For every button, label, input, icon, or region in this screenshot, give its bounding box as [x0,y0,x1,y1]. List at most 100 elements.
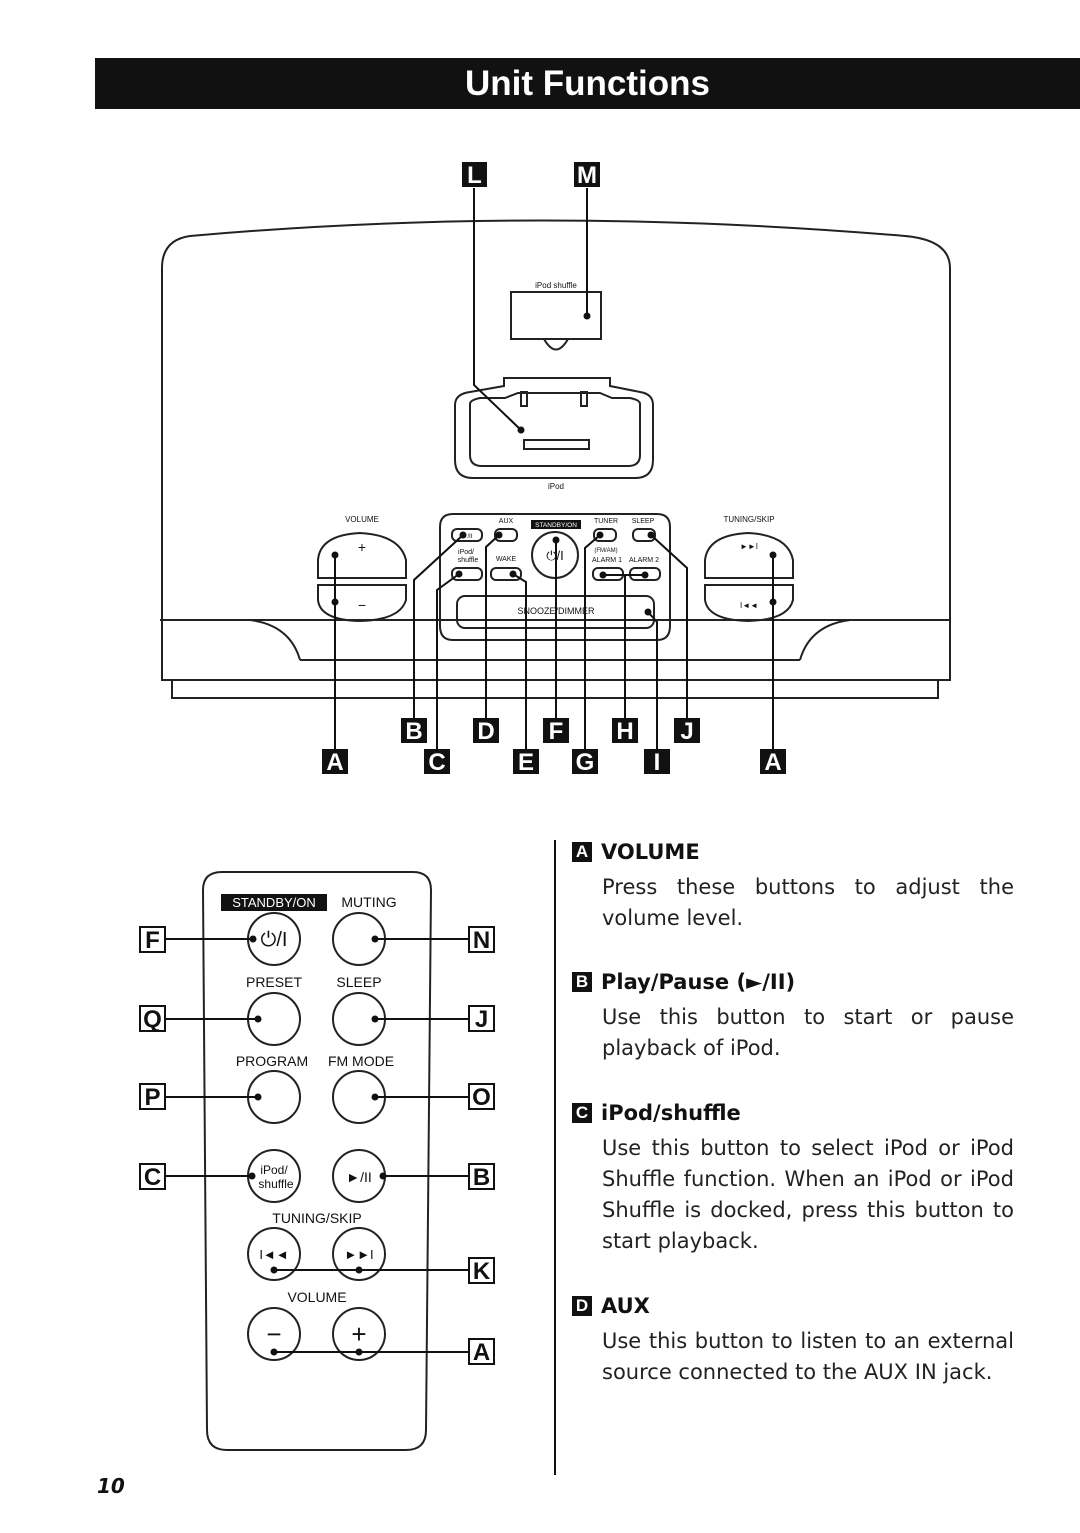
svg-text:J: J [475,1006,488,1033]
svg-text:L: L [467,162,482,189]
svg-text:J: J [680,718,693,745]
svg-text:G: G [576,749,595,776]
svg-text:D: D [477,718,494,745]
svg-text:N: N [473,927,490,954]
remote-ipod-1: iPod/ [260,1163,288,1177]
svg-text:H: H [616,718,633,745]
section-body: Press these buttons to adjust the volume… [602,875,1014,930]
label-sleep: SLEEP [632,518,655,525]
section-heading: AUX [601,1294,650,1318]
unit-play-pause-icon: ►/II [462,534,473,540]
section-letter: B [572,972,592,992]
remote-play-pause-icon: ►/II [346,1169,372,1185]
unit-leaders [334,188,774,750]
label-aux: AUX [499,518,514,525]
label-fm-am: (FM/AM) [594,548,617,554]
remote-callout-c: C [139,1163,166,1191]
remote-minus: − [266,1319,281,1349]
section-play-pause: B Play/Pause (►/II) Use this button to st… [572,968,1014,1064]
remote-label-tuning-skip: TUNING/SKIP [272,1210,361,1226]
callout-d: D [473,718,499,745]
section-heading: VOLUME [601,840,700,864]
section-letter: D [572,1296,592,1316]
remote-label-program: PROGRAM [236,1053,308,1069]
svg-text:B: B [405,718,422,745]
svg-text:E: E [518,749,534,776]
remote-callout-k: K [468,1257,495,1285]
unit-callouts: L M B D F H J A C E G I A [322,162,786,776]
label-ipod-btn-1: iPod/ [458,549,474,556]
remote-callout-q: Q [139,1005,166,1033]
svg-text:M: M [577,162,597,189]
label-tuning-skip: TUNING/SKIP [723,515,774,524]
unit-next-icon: ►►I [740,542,758,551]
svg-text:A: A [326,749,343,776]
label-alarm2: ALARM 2 [629,557,659,564]
svg-text:A: A [473,1339,490,1366]
callout-m: M [574,162,600,189]
section-heading: iPod/shuffle [601,1101,741,1125]
remote-callouts: F Q P C N J O B K A [139,926,495,1366]
callout-a-right: A [760,749,786,776]
label-ipod-shuffle: iPod shuffle [535,281,577,290]
callout-a-left: A [322,749,348,776]
unit-prev-icon: I◄◄ [740,601,758,610]
unit-body [160,219,951,699]
callout-h: H [612,718,638,745]
remote-prev-icon: I◄◄ [259,1247,288,1262]
label-standby: STANDBY/ON [535,522,577,529]
page-number: 10 [97,1474,125,1498]
svg-text:P: P [144,1084,160,1111]
svg-text:I: I [654,749,661,776]
remote-label-standby: STANDBY/ON [232,895,316,910]
label-alarm1: ALARM 1 [592,557,622,564]
section-volume: A VOLUME Press these buttons to adjust th… [572,838,1014,934]
remote-leaders [165,938,469,1353]
remote-body [201,871,433,1451]
label-volume: VOLUME [345,515,379,524]
callout-l: L [462,162,487,189]
section-letter: C [572,1103,592,1123]
unit-vol-plus: + [358,539,366,555]
remote-callout-f: F [139,926,166,954]
remote-callout-p: P [139,1083,166,1111]
label-tuner: TUNER [594,518,618,525]
section-body: Use this button to select iPod or iPod S… [602,1136,1014,1253]
remote-labels: STANDBY/ON MUTING PRESET SLEEP PROGRAM F… [221,894,397,1349]
svg-text:O: O [472,1084,491,1111]
remote-label-muting: MUTING [341,894,396,910]
remote-callout-n: N [468,926,495,954]
remote-callout-b: B [468,1163,495,1191]
callout-g: G [572,749,598,776]
remote-callout-a: A [468,1338,495,1366]
callout-i: I [644,749,670,776]
remote-callout-o: O [468,1083,495,1111]
label-ipod-btn-2: shuffle [458,557,479,564]
svg-text:B: B [473,1164,490,1191]
label-wake: WAKE [496,556,517,563]
svg-text:Q: Q [143,1006,162,1033]
callout-c: C [424,749,450,776]
section-letter: A [572,842,592,862]
remote-power-icon: ⏻/I [261,929,288,951]
remote-callout-j: J [468,1005,495,1033]
label-ipod: iPod [548,482,564,491]
svg-text:F: F [145,927,160,954]
remote-plus: + [351,1319,366,1349]
svg-text:C: C [144,1164,161,1191]
callout-e: E [513,749,539,776]
callout-j: J [674,718,700,745]
callout-f: F [543,718,569,745]
remote-ipod-2: shuffle [258,1177,293,1191]
section-body: Use this button to start or pause playba… [602,1005,1014,1060]
section-heading: Play/Pause (►/II) [601,970,796,994]
remote-label-fm-mode: FM MODE [328,1053,394,1069]
svg-text:A: A [764,749,781,776]
unit-vol-minus: − [358,597,366,613]
svg-text:C: C [428,749,445,776]
remote-next-icon: ►►I [344,1247,373,1262]
svg-text:K: K [473,1258,491,1285]
callout-b: B [401,718,427,745]
